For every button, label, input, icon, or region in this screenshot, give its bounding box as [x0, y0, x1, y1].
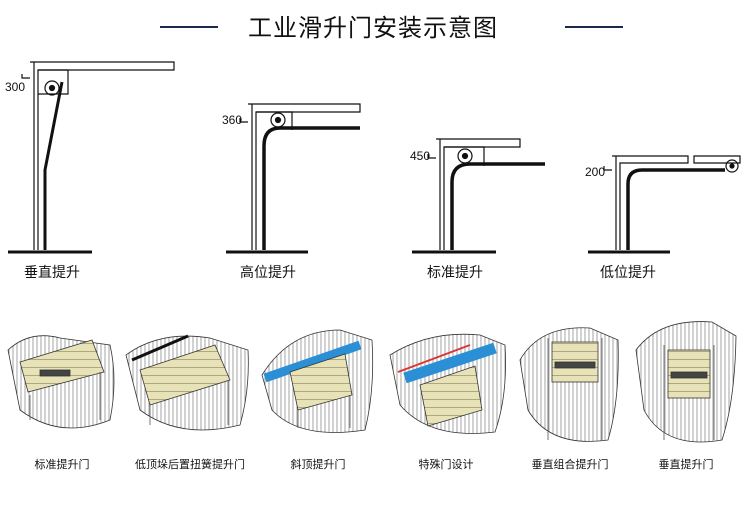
- title-row: 工业滑升门安装示意图: [0, 6, 746, 46]
- lift-type-label: 高位提升: [240, 265, 296, 281]
- title-right-rule: [565, 26, 623, 28]
- door-type-caption: 标准提升门: [34, 458, 90, 471]
- door-illustration-sloped: [261, 329, 374, 433]
- lift-schematics: [8, 61, 741, 254]
- page-title: 工业滑升门安装示意图: [248, 14, 498, 42]
- door-illustration-special: [389, 333, 506, 434]
- schematic-standard-lift: [412, 138, 545, 254]
- schematic-high-lift: [226, 103, 361, 254]
- door-illustration-low-headroom: [125, 334, 249, 431]
- title-left-rule: [160, 26, 218, 28]
- lift-type-label: 标准提升: [427, 265, 483, 281]
- door-type-caption: 垂直提升门: [658, 458, 714, 471]
- door-illustration-standard: [7, 335, 115, 429]
- lift-type-label: 低位提升: [600, 265, 656, 281]
- door-type-caption: 垂直组合提升门: [531, 458, 609, 471]
- dimension-label: 450: [410, 149, 431, 163]
- schematic-low-lift: [588, 155, 741, 254]
- dimension-label: 300: [5, 80, 26, 94]
- lift-type-label: 垂直提升: [24, 265, 80, 281]
- door-illustration-vertical-combination: [519, 327, 619, 442]
- door-type-caption: 特殊门设计: [418, 458, 474, 471]
- dimension-label: 360: [222, 113, 243, 127]
- door-type-caption: 低顶垛后置扭簧提升门: [135, 458, 245, 471]
- dimension-label: 200: [585, 165, 606, 179]
- door-type-caption: 斜顶提升门: [290, 458, 346, 471]
- schematic-vertical-lift: [8, 61, 175, 254]
- door-illustration-vertical: [635, 321, 737, 443]
